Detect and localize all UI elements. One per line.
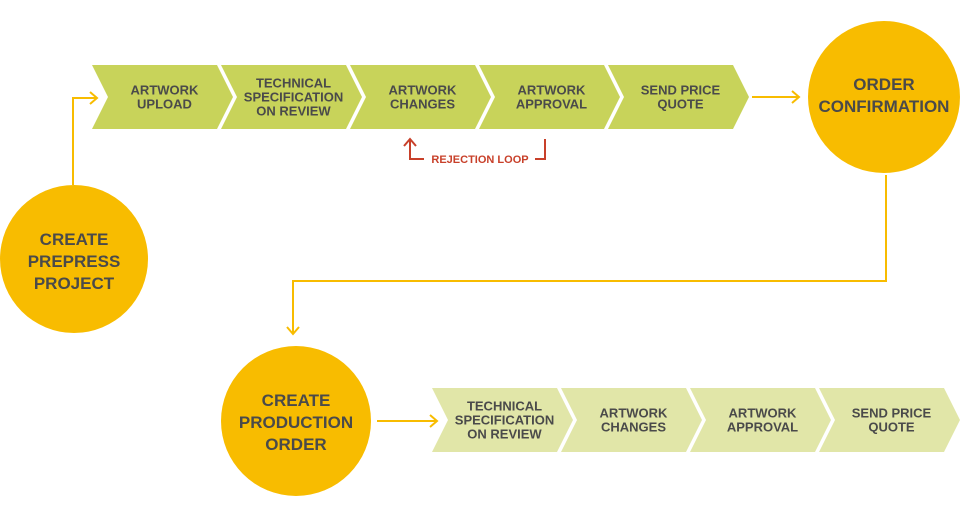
order-confirmation-circle — [808, 21, 960, 173]
connector-steps-to-confirmation-arrowhead — [791, 90, 801, 104]
rejection-loop-line — [535, 139, 546, 160]
prepress-step-5-label-line-1: SEND PRICE — [641, 83, 721, 98]
production-step-4-label-line-1: SEND PRICE — [852, 406, 932, 421]
order-confirmation-line-2: CONFIRMATION — [819, 97, 950, 116]
prepress-step-1-label-line-2: UPLOAD — [137, 97, 192, 112]
connector-confirmation-to-production-arrowhead — [286, 326, 300, 336]
connector-confirmation-to-production — [292, 175, 887, 333]
create-prepress-project-line-1: CREATE — [40, 230, 109, 249]
create-production-order-node: CREATE PRODUCTION ORDER — [221, 346, 371, 496]
prepress-step-4-label-line-2: APPROVAL — [516, 97, 587, 112]
prepress-step-2-label-line-2: SPECIFICATION — [244, 90, 343, 105]
rejection-loop: REJECTION LOOP — [403, 137, 546, 166]
production-step-1-chevron — [432, 388, 573, 452]
create-prepress-project-node: CREATE PREPRESS PROJECT — [0, 185, 148, 333]
production-step-3-chevron — [690, 388, 831, 452]
production-step-3-label-line-2: APPROVAL — [727, 420, 798, 435]
production-step-1-label-line-3: ON REVIEW — [467, 427, 542, 442]
production-step-3-label-line-1: ARTWORK — [729, 406, 797, 421]
rejection-loop-arrowhead — [403, 137, 417, 147]
production-step-4-chevron — [819, 388, 960, 452]
prepress-step-5-label-line-2: QUOTE — [657, 97, 704, 112]
create-production-order-line-1: CREATE — [262, 391, 331, 410]
connector-prepress-to-steps-arrowhead — [89, 91, 99, 105]
prepress-step-4-label-line-1: ARTWORK — [518, 83, 586, 98]
create-prepress-project-line-3: PROJECT — [34, 274, 115, 293]
prepress-step-3-chevron — [350, 65, 491, 129]
prepress-step-2-label-line-3: ON REVIEW — [256, 104, 331, 119]
create-prepress-project-circle — [0, 185, 148, 333]
prepress-step-4-chevron — [479, 65, 620, 129]
create-prepress-project-line-2: PREPRESS — [28, 252, 121, 271]
connectors — [72, 90, 887, 428]
prepress-step-3-label-line-1: ARTWORK — [389, 83, 457, 98]
order-confirmation-node: ORDER CONFIRMATION — [808, 21, 960, 173]
production-step-2-chevron — [561, 388, 702, 452]
prepress-step-2-label-line-1: TECHNICAL — [256, 76, 331, 91]
prepress-step-1-label-line-1: ARTWORK — [131, 83, 199, 98]
connector-production-to-steps-arrowhead — [429, 414, 439, 428]
create-production-order-line-3: ORDER — [265, 435, 326, 454]
prepress-step-2-chevron — [221, 65, 362, 129]
production-step-4-label-line-2: QUOTE — [868, 420, 915, 435]
prepress-step-1-chevron — [92, 65, 233, 129]
create-production-order-line-2: PRODUCTION — [239, 413, 353, 432]
rejection-loop-line-left — [409, 140, 424, 160]
create-production-order-circle — [221, 346, 371, 496]
prepress-step-3-label-line-2: CHANGES — [390, 97, 455, 112]
rejection-loop-label: REJECTION LOOP — [431, 154, 528, 166]
production-step-2-label-line-2: CHANGES — [601, 420, 666, 435]
connector-prepress-to-steps — [72, 97, 96, 185]
production-step-1-label-line-1: TECHNICAL — [467, 399, 542, 414]
prepress-step-5-chevron — [608, 65, 749, 129]
production-step-2-label-line-1: ARTWORK — [600, 406, 668, 421]
production-step-1-label-line-2: SPECIFICATION — [455, 413, 554, 428]
order-confirmation-line-1: ORDER — [853, 75, 914, 94]
